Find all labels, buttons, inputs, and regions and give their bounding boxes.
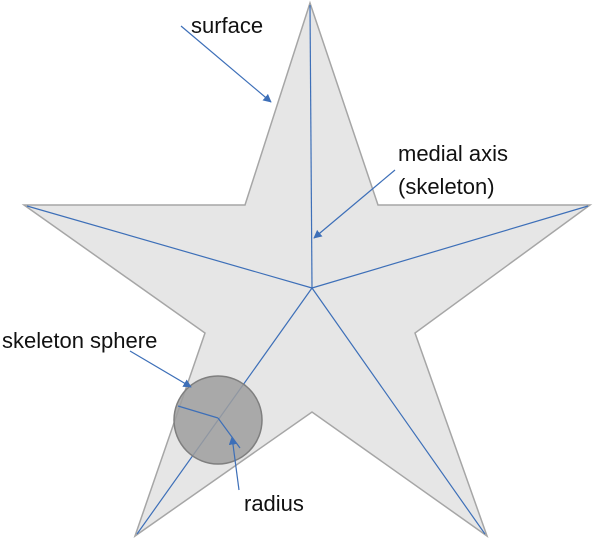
skeleton-branch-top [309,4,313,289]
skeleton-sphere-label: skeleton sphere [2,328,158,353]
surface-label: surface [191,13,264,38]
star-surface-shape [21,0,593,538]
medial-axis-skeleton [26,4,589,535]
skeleton-branch-left [26,205,313,289]
skeleton-label: (skeleton) [398,174,495,199]
radius-line-left [177,405,219,419]
radius-label: radius [244,491,304,516]
surface-arrow [180,25,272,103]
medial-axis-label: medial axis [398,141,509,166]
annotation-arrows [129,25,396,491]
medial-axis-arrow [313,169,396,239]
skeleton-sphere-arrow [129,350,192,388]
skeleton-branch-bottom-right [311,287,486,535]
skeleton-sphere [173,375,263,465]
radius-arrow [228,436,240,491]
skeleton-branch-right [311,205,589,289]
